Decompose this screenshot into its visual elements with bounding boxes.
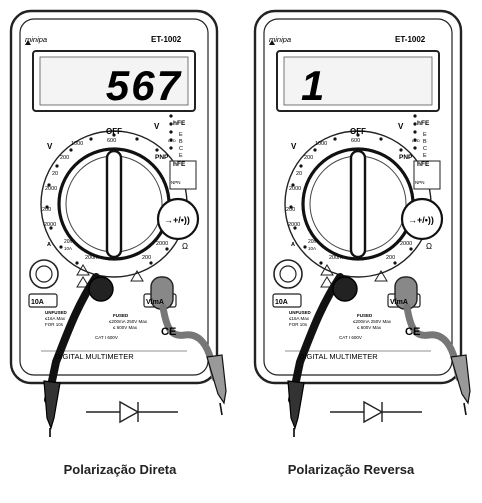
volt-ac-label: V <box>154 122 160 131</box>
brand-logo: minipa <box>25 35 47 44</box>
npn-label: NPN <box>415 180 425 185</box>
brand-logo-mark <box>25 40 31 45</box>
svg-text:1000: 1000 <box>315 141 327 147</box>
svg-text:1000: 1000 <box>71 141 83 147</box>
ce-mark: CE <box>405 326 420 338</box>
svg-text:C: C <box>179 146 183 152</box>
jack-10a: 10A <box>31 299 44 306</box>
off-label: OFF <box>350 127 366 136</box>
lcd-reading: 567 <box>106 62 182 109</box>
hfe-bottom-label: hFE <box>417 161 430 168</box>
npn-label: NPN <box>171 180 181 185</box>
volt-dc-label: V <box>47 142 53 151</box>
jack-vohm: V/mA <box>390 299 408 306</box>
hfe-top-label: hFE <box>173 120 186 127</box>
jack-vohm: V/mA <box>146 299 164 306</box>
svg-text:≤200mA 250V Max: ≤200mA 250V Max <box>109 319 148 324</box>
svg-text:FOR 10s: FOR 10s <box>289 322 308 327</box>
svg-text:≤200mA 250V Max: ≤200mA 250V Max <box>353 319 392 324</box>
caption-reverse-bias: Polarização Reversa <box>287 462 415 477</box>
led-label: LED <box>412 138 420 143</box>
svg-text:≤16A Max: ≤16A Max <box>289 316 310 321</box>
led-label: LED <box>168 138 176 143</box>
footer-label: DIGITAL MULTIMETER <box>299 352 378 361</box>
ce-mark: CE <box>161 326 176 338</box>
jack-10a: 10A <box>275 299 288 306</box>
svg-text:2000: 2000 <box>44 222 56 228</box>
svg-text:200m: 200m <box>329 255 343 261</box>
diode-symbol-reverse <box>330 400 422 424</box>
diode-mode-label: →+/•)) <box>408 215 434 225</box>
diode-mode-label: →+/•)) <box>164 215 190 225</box>
pnp-label: PNP <box>399 154 413 161</box>
svg-text:20: 20 <box>52 171 58 177</box>
svg-text:≤ 600V Max: ≤ 600V Max <box>113 325 138 330</box>
svg-text:≤16A Max: ≤16A Max <box>45 316 66 321</box>
svg-text:2000: 2000 <box>156 241 168 247</box>
svg-text:20: 20 <box>296 171 302 177</box>
volt-ac-label: V <box>398 122 404 131</box>
lcd-reading: 1 <box>301 62 324 109</box>
hfe-bottom-label: hFE <box>173 161 186 168</box>
brand-logo-mark <box>269 40 275 45</box>
svg-text:200: 200 <box>286 207 295 213</box>
caption-forward-bias: Polarização Direta <box>63 462 177 477</box>
svg-text:UNFUSED: UNFUSED <box>45 310 68 315</box>
model-label: ET-1002 <box>151 35 182 44</box>
svg-text:2000: 2000 <box>288 222 300 228</box>
svg-text:FUSED: FUSED <box>113 313 129 318</box>
pnp-label: PNP <box>155 154 169 161</box>
svg-text:200: 200 <box>386 255 395 261</box>
svg-text:2000: 2000 <box>289 186 301 192</box>
ohm-label: Ω <box>182 242 188 251</box>
svg-text:200: 200 <box>304 155 313 161</box>
svg-text:CAT I 600V: CAT I 600V <box>95 335 118 340</box>
ohm-label: Ω <box>426 242 432 251</box>
hfe-top-label: hFE <box>417 120 430 127</box>
svg-text:200: 200 <box>60 155 69 161</box>
svg-text:C: C <box>423 146 427 152</box>
svg-text:200m: 200m <box>85 255 99 261</box>
svg-text:E: E <box>179 132 183 138</box>
svg-text:10A: 10A <box>308 246 316 251</box>
svg-text:200: 200 <box>142 255 151 261</box>
meter-left: minipa ET-1002 567 OFF V V hFE E B C E h… <box>9 9 226 437</box>
volt-dc-label: V <box>291 142 297 151</box>
svg-text:2000: 2000 <box>400 241 412 247</box>
svg-text:E: E <box>423 153 427 159</box>
svg-text:B: B <box>179 139 183 145</box>
amp-label: A <box>291 242 295 248</box>
brand-logo: minipa <box>269 35 291 44</box>
model-label: ET-1002 <box>395 35 426 44</box>
svg-text:20m: 20m <box>308 239 318 245</box>
diode-symbol-forward <box>86 400 178 424</box>
svg-text:20m: 20m <box>64 239 74 245</box>
meter-right: minipa ET-1002 1 OFF V V hFE E B C E hFE… <box>253 9 470 437</box>
svg-text:600: 600 <box>107 138 116 144</box>
svg-text:200: 200 <box>42 207 51 213</box>
svg-text:600: 600 <box>351 138 360 144</box>
svg-text:CAT I 600V: CAT I 600V <box>339 335 362 340</box>
svg-text:E: E <box>179 153 183 159</box>
svg-text:E: E <box>423 132 427 138</box>
svg-text:10A: 10A <box>64 246 72 251</box>
amp-label: A <box>47 242 51 248</box>
svg-text:UNFUSED: UNFUSED <box>289 310 312 315</box>
off-label: OFF <box>106 127 122 136</box>
svg-text:2000: 2000 <box>45 186 57 192</box>
svg-text:FUSED: FUSED <box>357 313 373 318</box>
svg-text:B: B <box>423 139 427 145</box>
svg-text:FOR 10s: FOR 10s <box>45 322 64 327</box>
svg-text:≤ 600V Max: ≤ 600V Max <box>357 325 382 330</box>
footer-label: DIGITAL MULTIMETER <box>55 352 134 361</box>
